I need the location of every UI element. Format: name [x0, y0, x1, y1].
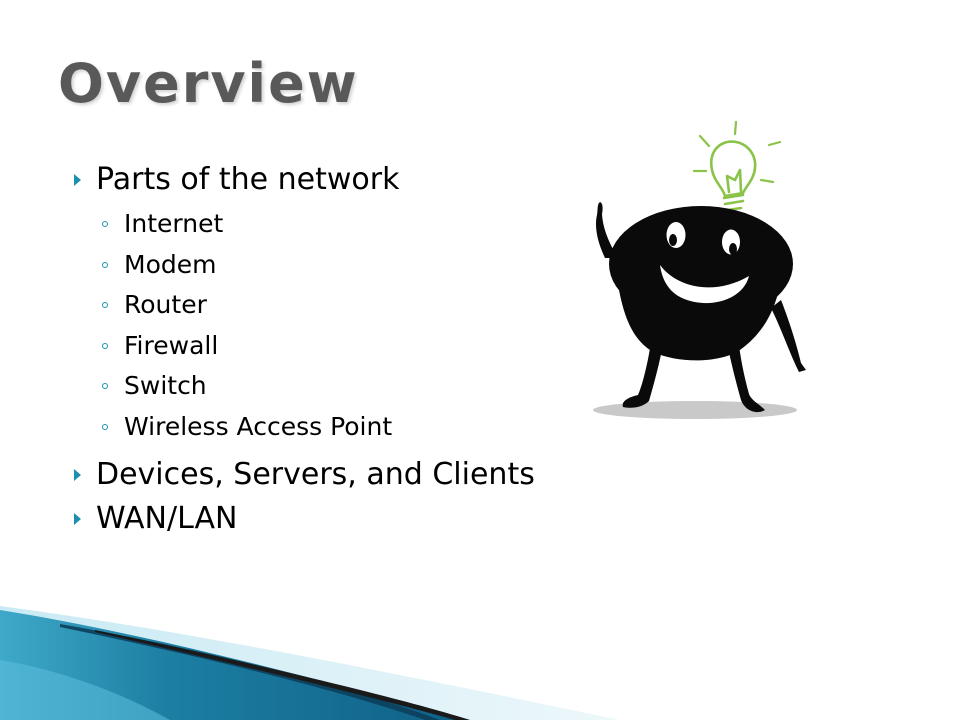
ring-bullet-icon [102, 221, 108, 227]
bullet-item: Parts of the network [74, 158, 634, 202]
bullet-item: WAN/LAN [74, 497, 634, 541]
triangle-bullet-icon [74, 174, 81, 186]
lightbulb-character-illustration [593, 120, 806, 419]
sub-bullet-item: Modem [74, 245, 634, 286]
bullet-text: Parts of the network [96, 162, 400, 197]
raised-arm [595, 202, 618, 258]
lightbulb-icon [709, 140, 757, 212]
arm [771, 300, 806, 372]
sub-bullet-text: Modem [124, 249, 217, 279]
triangle-bullet-icon [74, 469, 81, 481]
sub-bullet-text: Wireless Access Point [124, 411, 393, 441]
sub-bullet-text: Switch [124, 371, 207, 400]
leg [726, 337, 765, 413]
sub-bullet-item: Internet [74, 204, 634, 245]
pupil [669, 234, 677, 246]
sub-bullet-item: Switch [74, 366, 634, 407]
sub-bullet-text: Firewall [124, 330, 219, 360]
sub-bullet-text: Internet [124, 209, 224, 238]
sub-bullet-item: Firewall [74, 326, 634, 367]
ring-bullet-icon [102, 423, 108, 430]
leg [622, 336, 664, 408]
bullet-list: Parts of the network Internet Modem Rout… [74, 158, 634, 541]
triangle-bullet-icon [74, 513, 81, 525]
smile [660, 265, 749, 304]
footer-wave-decoration [0, 606, 620, 720]
sub-bullet-list: Internet Modem Router Firewall Switch Wi… [74, 204, 634, 447]
ring-bullet-icon [102, 383, 108, 389]
sub-bullet-text: Router [124, 290, 207, 319]
bullet-text: WAN/LAN [96, 501, 238, 536]
ring-bullet-icon [102, 342, 108, 349]
idea-rays-icon [692, 120, 782, 184]
ring-bullet-icon [102, 302, 108, 308]
bullet-item: Devices, Servers, and Clients [74, 453, 634, 497]
pupil [729, 243, 737, 255]
ring-bullet-icon [102, 261, 108, 268]
eye [666, 222, 686, 248]
bullet-text: Devices, Servers, and Clients [96, 457, 535, 492]
slide-title: Overview [58, 52, 359, 115]
sub-bullet-item: Router [74, 285, 634, 326]
head [609, 206, 793, 322]
sub-bullet-item: Wireless Access Point [74, 407, 634, 448]
